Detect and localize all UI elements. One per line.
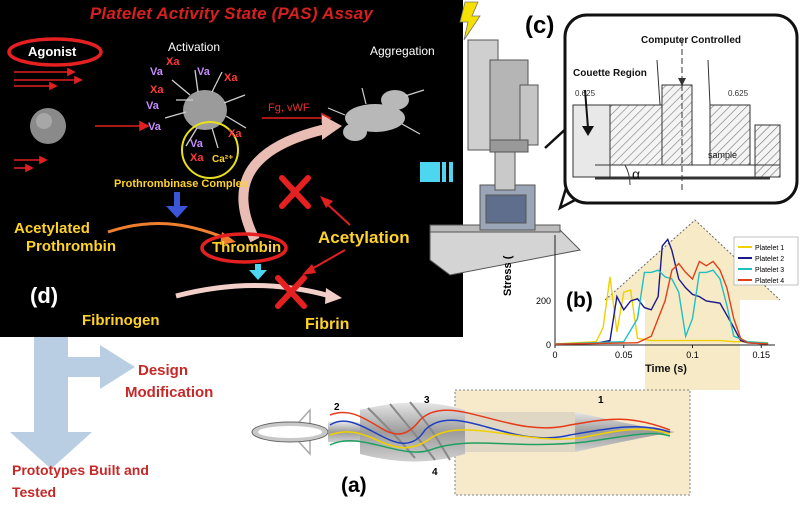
aggregated-platelets-icon <box>343 90 409 141</box>
prototype-arrow-icon <box>10 432 92 469</box>
stress-chart: 0 0.05 0.1 0.15 0 200 Platelet 1 Platelet 2 Pla… <box>536 235 799 360</box>
fibrin-label: Fibrin <box>305 316 350 333</box>
streamline-marker-2: 2 <box>334 402 340 413</box>
va-label: Va <box>190 138 203 150</box>
dimension-left: 0.625 <box>575 89 596 98</box>
xa-label: Xa <box>228 128 242 140</box>
x-tick-label: 0.1 <box>686 350 699 360</box>
streamline-marker-1: 1 <box>598 395 604 406</box>
lightning-icon <box>459 1 481 41</box>
prothrombin-label: Prothrombin <box>26 238 116 255</box>
x-tick-label: 0 <box>552 350 557 360</box>
activation-label: Activation <box>168 40 221 54</box>
series-line-3 <box>554 269 769 345</box>
pas-assay-title: Platelet Activity State (PAS) Assay <box>89 4 374 23</box>
panel-a-label: (a) <box>341 474 367 497</box>
series-line-4 <box>554 260 769 345</box>
y-tick-label: 200 <box>536 296 551 306</box>
stress-axis-label: Stress ( <box>502 255 514 296</box>
va-label: Va <box>146 100 159 112</box>
series-line-2 <box>554 238 769 346</box>
cyan-arrow-icon <box>420 162 440 182</box>
legend-label: Platelet 4 <box>755 278 784 285</box>
fibrinogen-label: Fibrinogen <box>82 312 160 329</box>
pas-assay-panel: Platelet Activity State (PAS) Assay Agon… <box>0 0 463 337</box>
thrombin-ellipse <box>200 232 288 264</box>
agonist-ellipse <box>7 37 103 67</box>
va-label: Va <box>148 121 161 133</box>
pas-assay-graphics <box>7 37 425 309</box>
prototypes-label: Prototypes Built and <box>12 462 149 478</box>
xa-label: Xa <box>224 72 238 84</box>
prothrombinase-label: Prothrombinase Complex <box>114 178 248 190</box>
series-line-1 <box>554 276 769 345</box>
xa-label: Xa <box>190 152 204 164</box>
couette-arrow-icon <box>582 126 594 136</box>
couette-region-label: Couette Region <box>573 68 647 79</box>
alpha-label: α <box>632 166 641 182</box>
blood-pump-icon <box>251 401 675 462</box>
legend-label: Platelet 3 <box>755 267 784 274</box>
viscometer-machine-icon <box>429 39 582 276</box>
modification-label: Modification <box>125 384 214 401</box>
time-axis-label: Time (s) <box>645 363 687 375</box>
dimension-right: 0.625 <box>728 89 749 98</box>
design-label: Design <box>138 362 189 379</box>
streamline-marker-3: 3 <box>424 395 430 406</box>
tested-label: Tested <box>12 484 57 500</box>
va-label: Va <box>150 66 163 78</box>
thrombin-cyan-arrow <box>249 270 267 280</box>
fg-vwf-label: Fg, vWF <box>268 102 310 114</box>
xa-label: Xa <box>166 56 180 68</box>
design-arrow-icon <box>68 345 135 389</box>
thrombin-feedback-arrow <box>238 123 332 243</box>
chart-legend <box>733 236 799 286</box>
computer-controlled-label: Computer Controlled <box>641 35 741 46</box>
cone-plate-diagram <box>572 40 781 190</box>
viscometer-panel <box>420 1 799 276</box>
thrombin-label: Thrombin <box>212 239 282 256</box>
acetylation-label: Acetylation <box>318 228 410 247</box>
activated-platelet-icon <box>164 69 247 149</box>
panel-c-label: (c) <box>525 12 555 39</box>
panel-d-label: (d) <box>30 283 59 308</box>
aggregation-label: Aggregation <box>370 44 435 58</box>
complex-circle <box>181 121 239 179</box>
panel-b-label: (b) <box>566 289 593 312</box>
inhibition-x-marks <box>275 175 311 309</box>
workflow-arrows <box>10 337 135 469</box>
legend-label: Platelet 2 <box>755 256 784 263</box>
agonist-label: Agonist <box>28 44 77 59</box>
x-tick-label: 0.05 <box>615 350 633 360</box>
sample-label: sample <box>708 150 738 160</box>
y-tick-label: 0 <box>546 340 551 350</box>
x-tick-label: 0.15 <box>752 350 770 360</box>
legend-label: Platelet 1 <box>755 245 784 252</box>
calcium-label: Ca²⁺ <box>212 154 234 165</box>
prothrombinase-arrow <box>166 206 188 218</box>
va-label: Va <box>197 66 210 78</box>
xa-label: Xa <box>150 84 164 96</box>
acetylated-label: Acetylated <box>14 220 90 237</box>
streamline-marker-4: 4 <box>432 467 438 478</box>
fibrin-arrow <box>325 288 342 304</box>
